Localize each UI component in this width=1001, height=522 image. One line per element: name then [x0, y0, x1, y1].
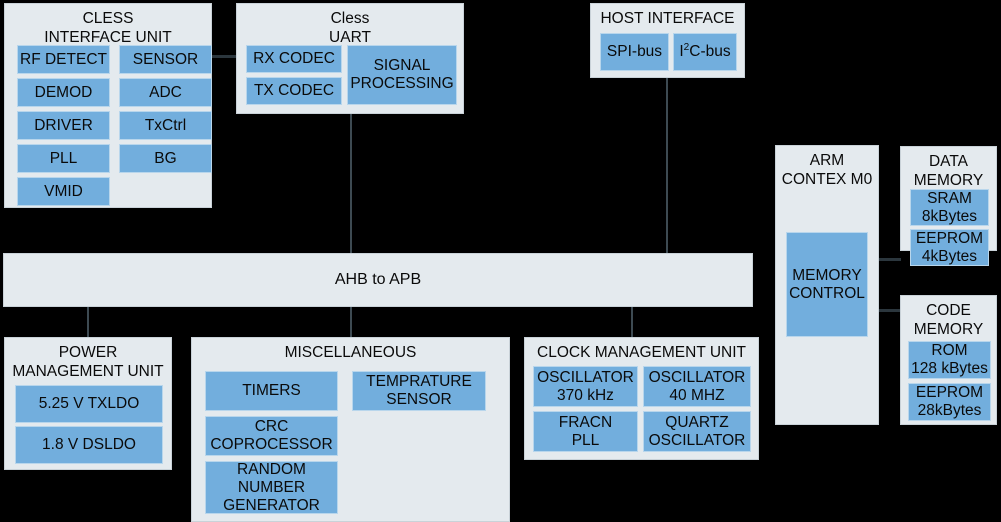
block-memory-control[interactable]: MEMORY CONTROL: [786, 232, 868, 337]
block-i2c-bus[interactable]: I2C-bus: [673, 33, 737, 71]
cless-uart-title: Cless UART: [329, 10, 371, 46]
panel-data-memory: DATA MEMORY SRAM 8kBytes EEPROM 4kBytes: [900, 146, 997, 266]
panel-power-management-unit: POWER MANAGEMENT UNIT 5.25 V TXLDO 1.8 V…: [4, 337, 172, 470]
panel-code-memory: CODE MEMORY ROM 128 kBytes EEPROM 28kByt…: [900, 295, 997, 425]
bus-ahb-to-apb: AHB to APB: [3, 253, 753, 307]
block-spi-bus[interactable]: SPI-bus: [600, 33, 669, 71]
connector-bus-to-clock: [631, 306, 633, 338]
block-fracn-pll[interactable]: FRACN PLL: [533, 411, 638, 452]
block-timers[interactable]: TIMERS: [205, 371, 338, 411]
block-random-number-generator[interactable]: RANDOM NUMBER GENERATOR: [205, 461, 338, 514]
arm-contex-m0-title: ARM CONTEX M0: [781, 152, 873, 188]
connector-bus-to-misc: [350, 306, 352, 338]
block-signal-processing[interactable]: SIGNAL PROCESSING: [347, 45, 457, 105]
block-eeprom-code[interactable]: EEPROM 28kBytes: [908, 383, 991, 421]
block-adc[interactable]: ADC: [119, 78, 212, 107]
block-sram[interactable]: SRAM 8kBytes: [910, 189, 989, 226]
block-temprature-sensor[interactable]: TEMPRATURE SENSOR: [352, 371, 486, 411]
block-rf-detect[interactable]: RF DETECT: [17, 45, 110, 74]
block-oscillator-40mhz[interactable]: OSCILLATOR 40 MHZ: [643, 366, 751, 407]
connector-uart-to-bus: [350, 113, 352, 254]
connector-host-to-bus: [666, 78, 668, 254]
block-sensor[interactable]: SENSOR: [119, 45, 212, 74]
connector-bus-to-power: [87, 306, 89, 338]
block-demod[interactable]: DEMOD: [17, 78, 110, 107]
block-bg[interactable]: BG: [119, 144, 212, 173]
block-tx-codec[interactable]: TX CODEC: [246, 77, 342, 105]
block-oscillator-370khz[interactable]: OSCILLATOR 370 kHz: [533, 366, 638, 407]
block-txldo[interactable]: 5.25 V TXLDO: [15, 385, 163, 423]
connector-memctrl-to-data-memory: [861, 258, 901, 261]
block-driver[interactable]: DRIVER: [17, 111, 110, 140]
miscellaneous-title: MISCELLANEOUS: [284, 344, 417, 361]
panel-arm-contex-m0: ARM CONTEX M0 MEMORY CONTROL: [775, 145, 879, 425]
block-rx-codec[interactable]: RX CODEC: [246, 45, 342, 73]
data-memory-title: DATA MEMORY: [913, 153, 984, 189]
block-eeprom-data[interactable]: EEPROM 4kBytes: [910, 229, 989, 266]
block-dsldo[interactable]: 1.8 V DSLDO: [15, 426, 163, 464]
panel-cless-uart: Cless UART RX CODEC TX CODEC SIGNAL PROC…: [236, 3, 464, 114]
code-memory-title: CODE MEMORY: [913, 302, 984, 338]
panel-host-interface: HOST INTERFACE SPI-bus I2C-bus: [590, 3, 745, 78]
connector-memctrl-to-code-memory: [861, 309, 901, 312]
panel-miscellaneous: MISCELLANEOUS TIMERS TEMPRATURE SENSOR C…: [191, 337, 510, 522]
panel-cless-interface-unit: CLESS INTERFACE UNIT RF DETECT SENSOR DE…: [4, 3, 212, 208]
block-pll[interactable]: PLL: [17, 144, 110, 173]
block-txctrl[interactable]: TxCtrl: [119, 111, 212, 140]
clock-management-unit-title: CLOCK MANAGEMENT UNIT: [537, 344, 746, 361]
power-management-unit-title: POWER MANAGEMENT UNIT: [12, 344, 164, 380]
block-rom[interactable]: ROM 128 kBytes: [908, 341, 991, 379]
panel-clock-management-unit: CLOCK MANAGEMENT UNIT OSCILLATOR 370 kHz…: [524, 337, 759, 460]
cless-interface-unit-title: CLESS INTERFACE UNIT: [44, 10, 172, 46]
block-vmid[interactable]: VMID: [17, 177, 110, 206]
block-quartz-oscillator[interactable]: QUARTZ OSCILLATOR: [643, 411, 751, 452]
block-crc-coprocessor[interactable]: CRC COPROCESSOR: [205, 416, 338, 456]
connector-cless-to-uart: [210, 55, 240, 58]
host-interface-title: HOST INTERFACE: [600, 10, 735, 27]
